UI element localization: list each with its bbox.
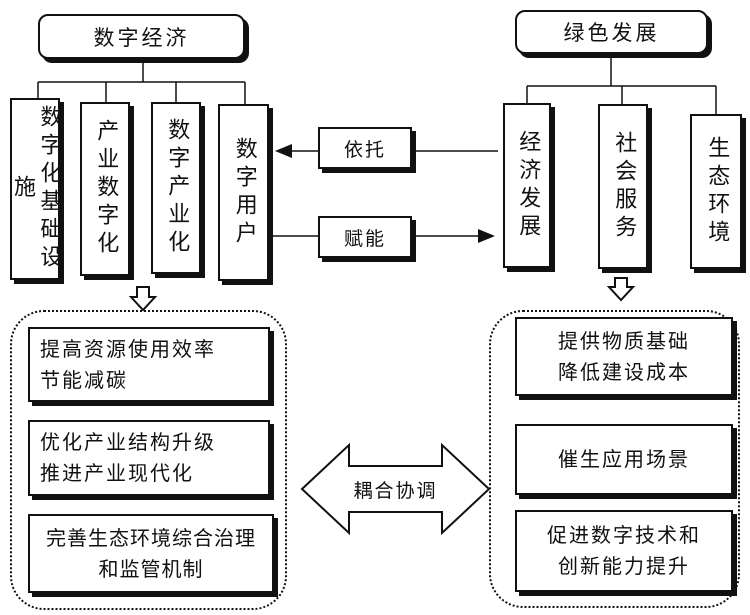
right-down-arrow-icon — [606, 277, 636, 302]
relation-depend-label: 依托 — [318, 127, 412, 169]
right-item-economic-development: 经济发展 — [503, 103, 551, 268]
left-effect-3: 完善生态环境综合治理 和监管机制 — [28, 514, 274, 593]
left-down-arrow-icon — [128, 286, 158, 312]
left-effect-3-line-1: 完善生态环境综合治理 — [46, 525, 256, 550]
right-effect-3-line-2: 创新能力提升 — [558, 554, 690, 578]
green-development-title: 绿色发展 — [515, 10, 708, 54]
left-effect-2: 优化产业结构升级 推进产业现代化 — [28, 420, 270, 496]
arrow-depend-head — [275, 144, 292, 158]
right-effect-2-line-1: 催生应用场景 — [558, 447, 690, 471]
left-item-digital-industrialization: 数字产业化 — [151, 102, 201, 274]
left-effect-3-line-2: 和监管机制 — [98, 556, 204, 581]
left-effect-2-line-2: 推进产业现代化 — [40, 461, 194, 485]
right-effect-3-line-1: 促进数字技术和 — [547, 523, 701, 547]
right-effect-1: 提供物质基础 降低建设成本 — [515, 317, 733, 396]
left-effect-1: 提高资源使用效率 节能减碳 — [28, 327, 270, 402]
digital-economy-title: 数字经济 — [38, 14, 245, 59]
arrow-empower-head — [478, 229, 495, 243]
left-effects-panel — [10, 310, 287, 610]
left-effect-2-line-1: 优化产业结构升级 — [40, 430, 216, 454]
right-effect-3: 促进数字技术和 创新能力提升 — [515, 510, 733, 592]
right-effect-1-line-2: 降低建设成本 — [558, 359, 690, 384]
left-item-digital-users: 数字用户 — [218, 104, 269, 281]
right-item-ecological-environment: 生态环境 — [690, 114, 742, 269]
right-effect-2: 催生应用场景 — [515, 424, 733, 495]
right-effects-panel — [489, 310, 740, 608]
left-effect-1-line-1: 提高资源使用效率 — [40, 336, 216, 361]
coupling-label: 耦合协调 — [353, 479, 438, 502]
left-item-digital-infrastructure: 数字化基础设施 — [10, 98, 61, 280]
right-item-social-services: 社会服务 — [598, 104, 648, 269]
relation-empower-label: 赋能 — [318, 216, 412, 258]
left-effect-1-line-2: 节能减碳 — [40, 367, 128, 392]
left-item-industrial-digitization: 产业数字化 — [80, 102, 130, 276]
right-effect-1-line-1: 提供物质基础 — [558, 328, 690, 353]
